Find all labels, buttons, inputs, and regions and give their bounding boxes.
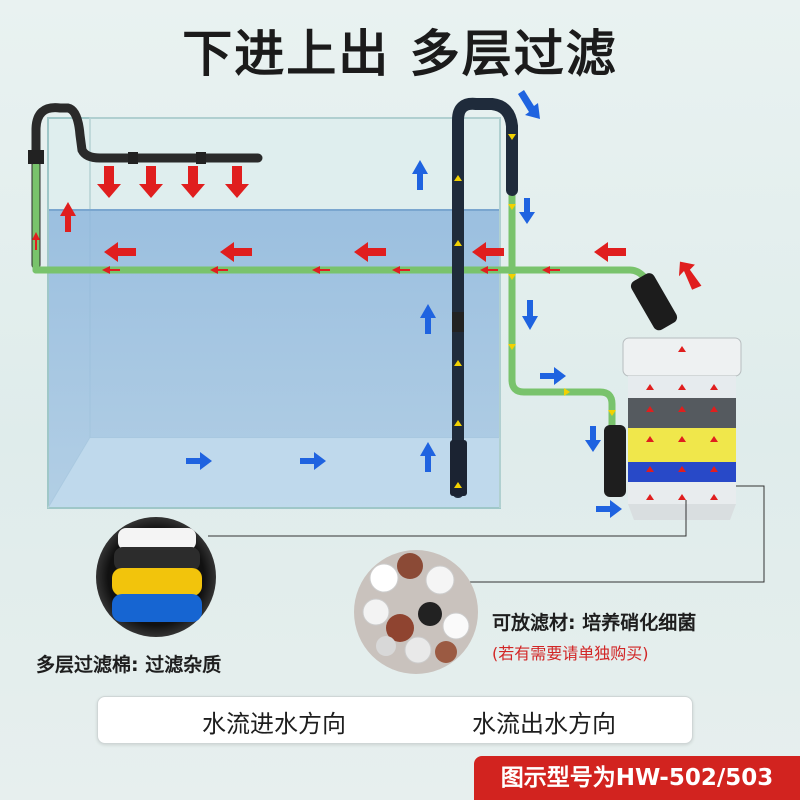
intake-flow-marks [454, 134, 616, 488]
outflow-arrows [60, 202, 702, 290]
pipe-flow-marks [32, 232, 560, 274]
media-caption: 可放滤材: 培养硝化细菌 [492, 612, 697, 634]
filter-canister [604, 273, 742, 520]
flow-legend: 水流进水方向 水流出水方向 [97, 696, 693, 744]
callout-lines [208, 485, 765, 583]
media-note: (若有需要请单独购买) [492, 644, 649, 663]
outflow-drop-arrows [97, 166, 249, 198]
canister-flow-arrows [646, 346, 718, 500]
page-title: 下进上出 多层过滤 [182, 25, 618, 83]
model-badge: 图示型号为HW-502/503 [474, 756, 800, 800]
outflow-legend-label: 水流出水方向 [472, 710, 616, 738]
intake-pipe [450, 97, 616, 498]
bio-media-image [354, 550, 478, 674]
foam-caption: 多层过滤棉: 过滤杂质 [36, 654, 222, 676]
inflow-legend-label: 水流进水方向 [202, 710, 346, 738]
inflow-arrows [186, 90, 622, 518]
filter-foam-image [96, 517, 216, 637]
